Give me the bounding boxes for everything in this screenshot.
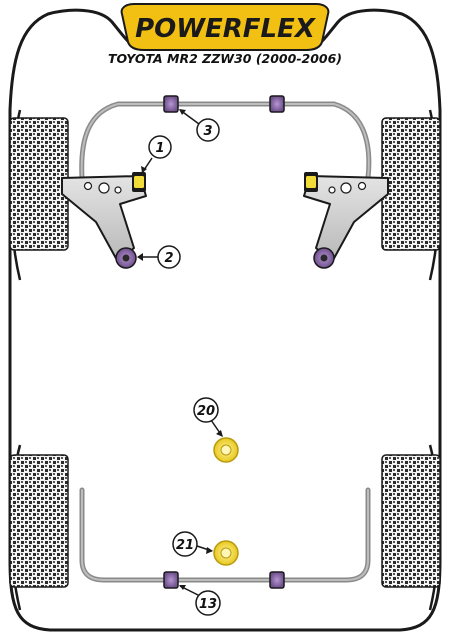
callout-1-number: 1 <box>155 141 164 156</box>
tire-icon <box>381 117 441 251</box>
callout-2-number: 2 <box>164 251 173 266</box>
mount-bushing-icon <box>213 540 239 566</box>
tire-icon <box>381 454 441 588</box>
control-arm-right <box>303 175 389 263</box>
mount-bushing-icon <box>213 437 239 463</box>
vehicle-title: TOYOTA MR2 ZZW30 (2000-2006) <box>108 51 342 66</box>
bushing-icon <box>163 571 179 589</box>
front-arm-front-bushing-left <box>132 172 146 192</box>
front-arm-front-bushing-right <box>304 172 318 192</box>
brand-logo: POWERFLEX <box>120 3 330 51</box>
bushing-icon <box>269 95 285 113</box>
callout-21-number: 21 <box>176 538 194 553</box>
callout-3: 3 <box>179 109 220 142</box>
callout-20-number: 20 <box>197 404 215 419</box>
front-arm-rear-bushing-left <box>115 247 137 269</box>
tire-icon <box>9 117 69 251</box>
rear-anti-roll-bar <box>79 487 371 583</box>
front-anti-roll-bar <box>79 101 372 181</box>
callout-1: 1 <box>141 135 172 174</box>
tire-icon <box>9 454 69 588</box>
callout-3-number: 3 <box>203 124 212 139</box>
bushing-icon <box>269 571 285 589</box>
callout-21: 21 <box>172 531 213 557</box>
callout-2: 2 <box>137 245 181 269</box>
callout-20: 20 <box>193 397 223 437</box>
logo-text: POWERFLEX <box>135 14 317 44</box>
bushing-icon <box>163 95 179 113</box>
front-arm-rear-bushing-right <box>313 247 335 269</box>
callout-13: 13 <box>179 585 221 616</box>
callout-13-number: 13 <box>199 597 217 612</box>
